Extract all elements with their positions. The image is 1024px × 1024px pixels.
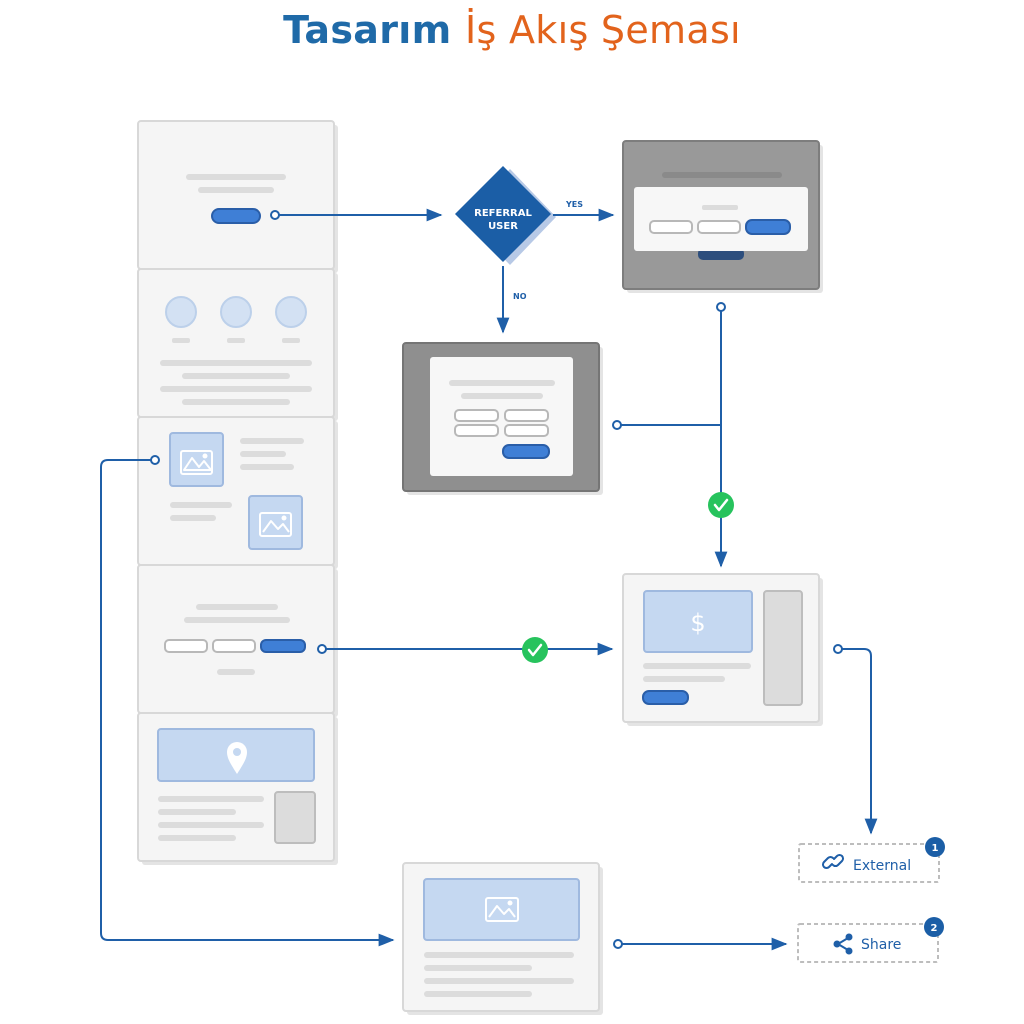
form-field[interactable] <box>504 409 549 422</box>
page-title: Tasarım İş Akış Şeması <box>0 8 1024 52</box>
avatar <box>165 296 197 328</box>
option-button[interactable] <box>212 639 256 653</box>
external-label: External <box>853 858 911 874</box>
decision-label-line1: REFERRAL <box>474 208 532 219</box>
avatar <box>220 296 252 328</box>
connectors <box>100 208 878 951</box>
modal-option-button[interactable] <box>649 220 693 234</box>
branch-no-label: NO <box>513 292 527 301</box>
connector-nodes <box>150 210 843 949</box>
screen-team <box>137 268 338 421</box>
check-circle-icon <box>708 492 734 518</box>
image-icon <box>485 897 519 922</box>
screen-content <box>402 862 603 1015</box>
avatar <box>275 296 307 328</box>
decision-referral-user: REFERRAL USER <box>455 166 556 265</box>
image-icon <box>248 495 303 550</box>
share-badge: 2 <box>931 923 938 934</box>
screen-plans <box>137 564 338 717</box>
pay-button[interactable] <box>642 690 689 705</box>
screen-map <box>137 712 338 865</box>
modal-option-button[interactable] <box>697 220 741 234</box>
screen-gallery <box>137 416 338 569</box>
screen-form-modal <box>402 342 603 495</box>
image-icon <box>169 432 224 487</box>
screen-payment: $ <box>622 573 823 726</box>
form-field[interactable] <box>454 409 499 422</box>
modal-confirm-button[interactable] <box>745 219 791 235</box>
link-icon <box>821 853 845 870</box>
payment-card <box>643 590 753 653</box>
form-field[interactable] <box>504 424 549 437</box>
decision-label-line2: USER <box>488 221 518 232</box>
output-external[interactable]: External 1 <box>798 837 945 883</box>
title-accent: İş Akış Şeması <box>465 8 741 52</box>
external-badge: 1 <box>932 843 939 854</box>
map-pin-icon <box>227 742 247 774</box>
cta-button[interactable] <box>211 208 261 224</box>
option-button[interactable] <box>164 639 208 653</box>
screen-referral-modal <box>622 140 823 293</box>
connector-gallery-content <box>100 459 395 947</box>
connector-payment-external <box>842 648 878 835</box>
title-primary: Tasarım <box>283 8 452 52</box>
form-submit-button[interactable] <box>502 444 550 459</box>
share-icon <box>833 933 853 955</box>
dollar-icon: $ <box>690 609 705 637</box>
screen-landing <box>137 120 338 273</box>
output-share[interactable]: Share 2 <box>797 917 944 963</box>
select-button[interactable] <box>260 639 306 653</box>
branch-yes-label: YES <box>565 200 583 209</box>
share-label: Share <box>861 937 901 953</box>
form-field[interactable] <box>454 424 499 437</box>
check-circle-icon <box>522 637 548 663</box>
